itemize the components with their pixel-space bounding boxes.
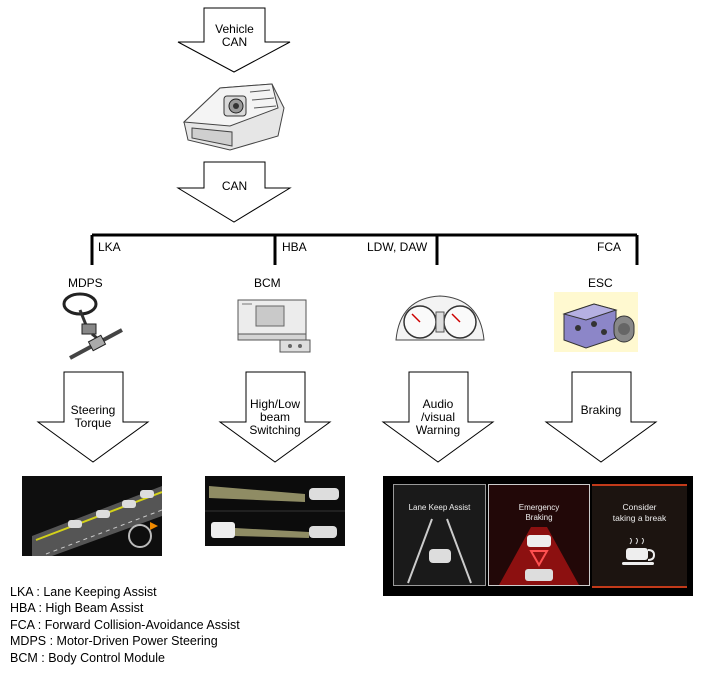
emergency-line1: Emergency [518, 503, 560, 512]
module-label-bcm: BCM [254, 276, 281, 290]
audio-line2: /visual [420, 410, 455, 424]
panel-consider-break: Consider taking a break [592, 484, 687, 588]
panel-lane-keep-assist-title: Lane Keep Assist [408, 503, 471, 512]
arrow-label-audio: Audio /visual Warning [407, 398, 469, 437]
steering-line1: Steering [70, 403, 116, 417]
steering-line2: Torque [74, 416, 112, 430]
bus-label-lka: LKA [98, 240, 121, 254]
arrow-high-low-beam [218, 371, 332, 463]
bus-label-hba: HBA [282, 240, 307, 254]
vehicle-can-line1: Vehicle [215, 22, 254, 36]
panel-lane-keep-assist: Lane Keep Assist [393, 484, 486, 586]
bcm-module-image [237, 299, 311, 353]
beam-line3: Switching [249, 423, 301, 437]
module-label-esc: ESC [588, 276, 613, 290]
arrow-audio-visual [381, 371, 495, 463]
emergency-line2: Braking [525, 513, 553, 522]
arrow-label-beam: High/Low beam Switching [244, 398, 306, 437]
arrow-label-braking: Braking [580, 403, 622, 417]
can-label: CAN [221, 179, 248, 193]
can-arrow [176, 161, 292, 223]
legend-item-hba: HBA : High Beam Assist [10, 601, 144, 616]
legend-item-mdps: MDPS : Motor-Driven Power Steering [10, 634, 218, 649]
legend: LKA : Lane Keeping Assist HBA : High Bea… [10, 584, 240, 666]
legend-item-fca: FCA : Forward Collision-Avoidance Assist [10, 617, 240, 632]
audio-line1: Audio [422, 397, 454, 411]
vehicle-can-label: Vehicle CAN [204, 23, 265, 49]
audio-line3: Warning [415, 423, 461, 437]
lane-keep-graphic [407, 518, 472, 584]
arrow-steering-torque [36, 371, 150, 463]
vehicle-can-line2: CAN [221, 35, 248, 49]
coffee-cup-icon [622, 538, 656, 565]
legend-item-lka: LKA : Lane Keeping Assist [10, 585, 157, 599]
esc-unit-image [562, 303, 635, 349]
beam-line2: beam [259, 410, 291, 424]
arrow-label-steering: Steering Torque [62, 404, 124, 430]
camera-module-image [182, 83, 285, 151]
bus-label-fca: FCA [597, 240, 621, 254]
consider-line2: taking a break [612, 513, 667, 523]
panel-emergency-braking-title: Emergency Braking [489, 503, 589, 523]
module-label-mdps: MDPS [68, 276, 103, 290]
hba-headlight-image [205, 476, 345, 546]
vehicle-can-arrow [177, 7, 291, 73]
panel-consider-break-title: Consider taking a break [592, 502, 687, 524]
instrument-cluster-image [395, 295, 485, 341]
mdps-steering-image [62, 292, 123, 360]
bus-label-ldw-daw: LDW, DAW [367, 240, 428, 254]
consider-line1: Consider [622, 502, 657, 512]
beam-line1: High/Low [249, 397, 301, 411]
lka-road-image [22, 476, 162, 556]
arrow-braking [544, 371, 658, 463]
emergency-braking-graphic [499, 527, 579, 585]
legend-item-bcm: BCM : Body Control Module [10, 650, 165, 665]
panel-emergency-braking: Emergency Braking [488, 484, 590, 586]
